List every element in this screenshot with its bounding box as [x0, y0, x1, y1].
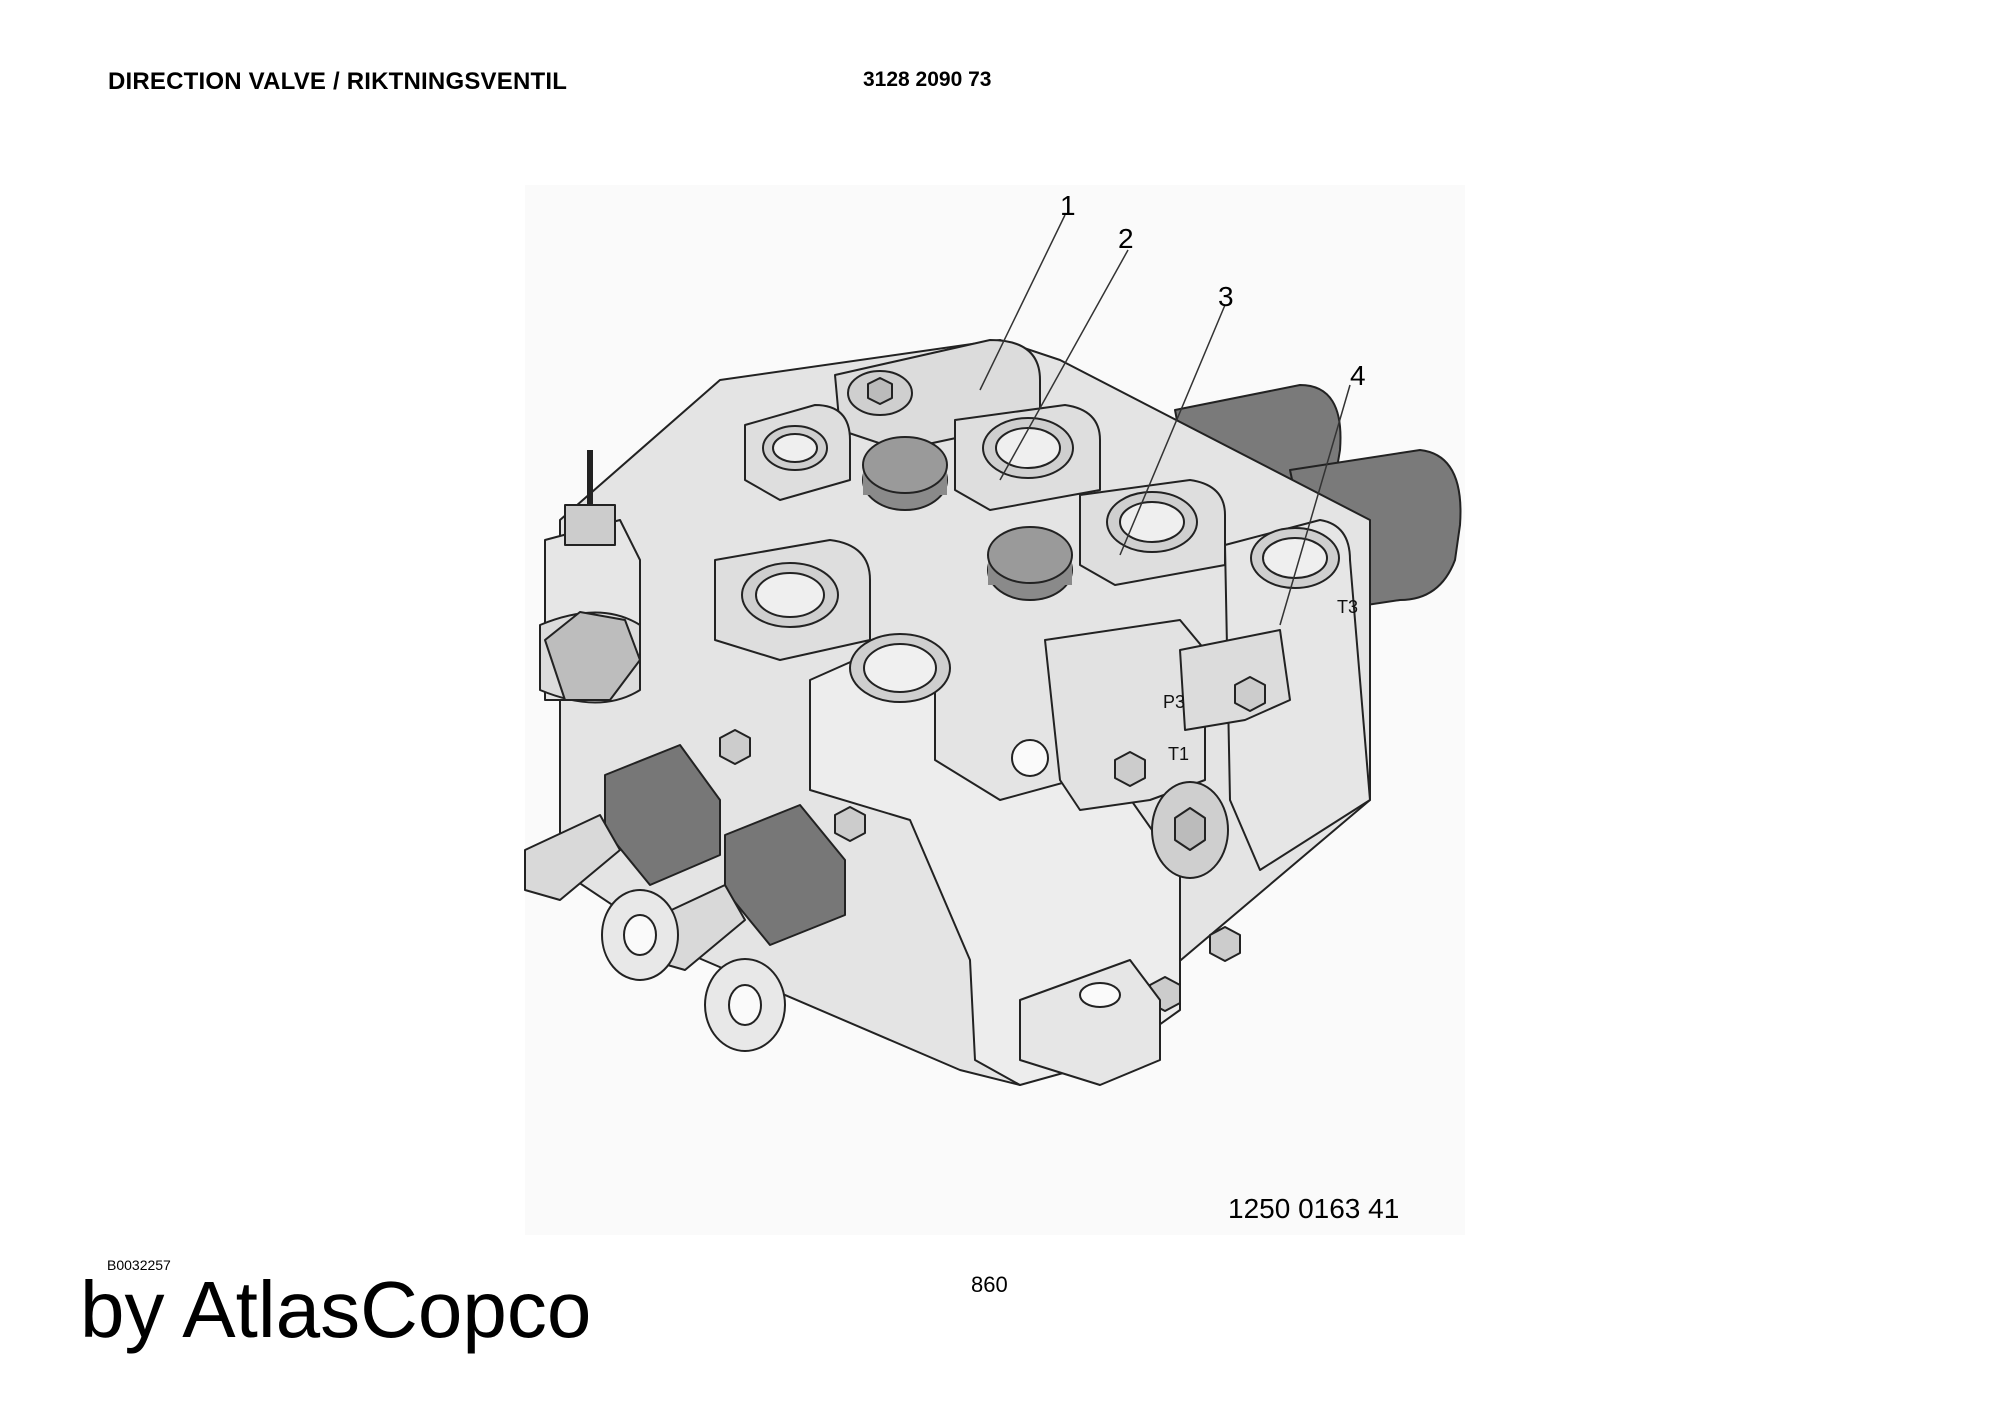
adjustment-cap — [862, 436, 1073, 601]
brand-footer: by AtlasCopco — [80, 1265, 592, 1354]
spool-shaft — [524, 814, 786, 1052]
port-label-t1: T1 — [1168, 744, 1189, 764]
spool-seal — [604, 744, 846, 946]
port-label-p3: P3 — [1163, 692, 1185, 712]
callout-1: 1 — [1060, 190, 1076, 221]
callout-2: 2 — [1118, 223, 1134, 254]
callout-3: 3 — [1218, 281, 1234, 312]
hex-nut — [719, 676, 1266, 1012]
callout-4: 4 — [1350, 360, 1366, 391]
figure-number: 1250 0163 41 — [1228, 1193, 1400, 1224]
part-number: 3128 2090 73 — [863, 68, 992, 91]
page-number: 860 — [971, 1272, 1008, 1297]
document-title: DIRECTION VALVE / RIKTNINGSVENTIL — [108, 68, 568, 95]
port-label-t3: T3 — [1337, 597, 1358, 617]
callout-leaders — [979, 214, 1351, 626]
document-code: B0032257 — [107, 1257, 171, 1273]
